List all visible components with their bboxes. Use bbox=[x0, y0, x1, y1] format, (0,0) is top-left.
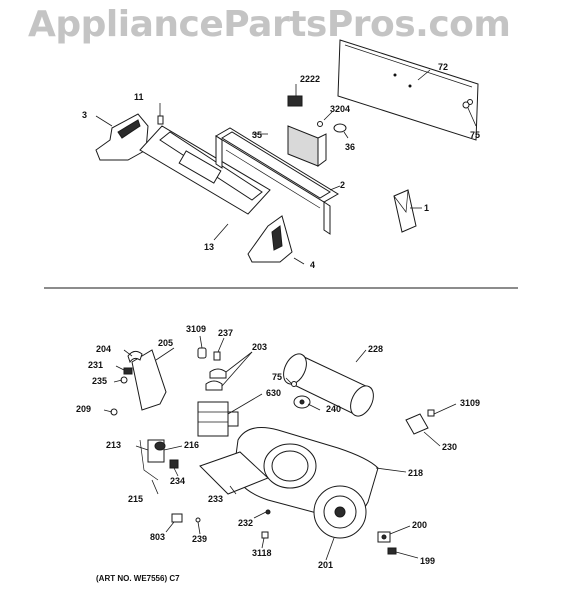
switch-213-216 bbox=[147, 439, 166, 463]
screw-239 bbox=[195, 517, 201, 523]
screw-11 bbox=[157, 103, 164, 125]
control-panel-front bbox=[139, 125, 271, 215]
thermistor-240 bbox=[293, 395, 311, 409]
callout-216: 216 bbox=[184, 440, 199, 450]
bracket-200 bbox=[377, 531, 391, 543]
callout-199: 199 bbox=[420, 556, 435, 566]
callout-213: 213 bbox=[106, 440, 121, 450]
callout-231: 231 bbox=[88, 360, 103, 370]
screw-3109-right bbox=[427, 409, 435, 417]
callout-234: 234 bbox=[170, 476, 185, 486]
callout-2: 2 bbox=[340, 180, 345, 190]
callout-36: 36 bbox=[345, 142, 355, 152]
callout-3118: 3118 bbox=[252, 548, 272, 558]
callout-13: 13 bbox=[204, 242, 214, 252]
exhaust-duct-228 bbox=[283, 353, 374, 417]
callout-237: 237 bbox=[218, 328, 233, 338]
callout-228: 228 bbox=[368, 344, 383, 354]
callout-4: 4 bbox=[310, 260, 315, 270]
screw-231 bbox=[123, 367, 133, 375]
callout-201: 201 bbox=[318, 560, 333, 570]
screw-199 bbox=[387, 547, 397, 555]
callout-2222: 2222 bbox=[300, 74, 320, 84]
thermostat-3109-left bbox=[197, 347, 207, 359]
thermostat-230 bbox=[405, 413, 429, 435]
screw-3118 bbox=[261, 531, 269, 539]
callout-75-upper: 75 bbox=[470, 130, 480, 140]
pcb-35 bbox=[287, 125, 327, 167]
callout-232: 232 bbox=[238, 518, 253, 528]
callout-233: 233 bbox=[208, 494, 223, 504]
callout-630: 630 bbox=[266, 388, 281, 398]
control-panel-frame bbox=[215, 127, 339, 235]
base-bracket-233 bbox=[199, 451, 269, 495]
thermostat-803 bbox=[171, 513, 183, 523]
clips-203 bbox=[205, 368, 227, 391]
callout-209: 209 bbox=[76, 404, 91, 414]
callout-218: 218 bbox=[408, 468, 423, 478]
callout-75-lower: 75 bbox=[272, 372, 282, 382]
callout-239: 239 bbox=[192, 534, 207, 544]
callout-3109-left: 3109 bbox=[186, 324, 206, 334]
blower-wheel-201 bbox=[313, 485, 367, 539]
screw-237 bbox=[213, 351, 221, 361]
callout-3: 3 bbox=[82, 110, 87, 120]
callout-230: 230 bbox=[442, 442, 457, 452]
art-number: (ART NO. WE7556) C7 bbox=[96, 574, 180, 583]
end-cap-right bbox=[247, 215, 293, 263]
screw-232 bbox=[265, 509, 271, 515]
callout-235: 235 bbox=[92, 376, 107, 386]
callout-3204: 3204 bbox=[330, 104, 350, 114]
clip-204 bbox=[127, 350, 143, 364]
literature-envelope bbox=[393, 189, 417, 233]
screw-75-upper bbox=[462, 101, 477, 127]
callout-11: 11 bbox=[134, 92, 144, 102]
callout-35: 35 bbox=[252, 130, 262, 140]
timer-knob-2222 bbox=[287, 84, 303, 107]
callout-803: 803 bbox=[150, 532, 165, 542]
knob-36 bbox=[333, 123, 347, 133]
wire-harness-215 bbox=[139, 439, 159, 481]
screw-75-lower bbox=[291, 381, 297, 387]
callout-1: 1 bbox=[424, 203, 429, 213]
callout-240: 240 bbox=[326, 404, 341, 414]
bracket-205 bbox=[131, 349, 167, 411]
callout-204: 204 bbox=[96, 344, 111, 354]
watermark: AppliancePartsPros.com bbox=[28, 4, 511, 45]
callout-72: 72 bbox=[438, 62, 448, 72]
callout-215: 215 bbox=[128, 494, 143, 504]
backsplash-rear-panel bbox=[337, 39, 479, 141]
callout-205: 205 bbox=[158, 338, 173, 348]
motor-630 bbox=[197, 401, 239, 437]
callout-200: 200 bbox=[412, 520, 427, 530]
clip-3204 bbox=[317, 111, 333, 127]
callout-3109-right: 3109 bbox=[460, 398, 480, 408]
end-cap-left bbox=[95, 113, 149, 161]
callout-203: 203 bbox=[252, 342, 267, 352]
nut-234 bbox=[169, 459, 179, 469]
